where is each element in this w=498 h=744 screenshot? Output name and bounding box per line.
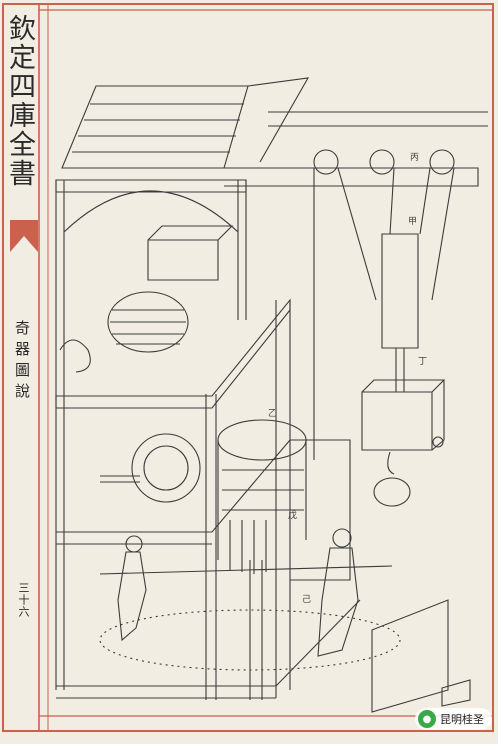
- frame-post-back: [237, 180, 247, 320]
- figure-label-6: 己: [302, 595, 312, 605]
- hoist-ropes: [313, 167, 455, 460]
- gear-box: [147, 225, 234, 281]
- worker-right-head: [332, 528, 352, 548]
- figure-label-2: 甲: [408, 217, 418, 227]
- scroll-ornament: [59, 339, 91, 373]
- wechat-icon: ●: [418, 710, 436, 728]
- lower-hook: [387, 451, 395, 475]
- figure-label-1: 丙: [410, 153, 420, 163]
- upper-floor: [55, 298, 291, 409]
- right-frame-post: [275, 300, 291, 698]
- outer-border: [2, 3, 494, 732]
- figure-label-3: 丁: [418, 357, 428, 367]
- upper-drum-teeth: [110, 309, 186, 345]
- worker-left: [117, 551, 147, 642]
- roof-planks: [72, 103, 244, 153]
- capstan-bar: [99, 565, 393, 575]
- middle-floor: [56, 439, 291, 545]
- floor-plate: [371, 599, 449, 713]
- page-number: 三十六: [17, 582, 30, 618]
- stone-block: [361, 379, 446, 451]
- fish-tail-mark: [10, 220, 38, 252]
- hoist-chain: [395, 348, 405, 392]
- volume-title: 欽定四庫全書: [4, 14, 35, 188]
- hoist-block: [381, 233, 419, 349]
- upper-arch: [63, 190, 239, 233]
- frame-post-left: [55, 180, 65, 690]
- figure-label-5: 戊: [288, 511, 298, 521]
- frame-post-mid: [205, 394, 217, 700]
- lower-floor: [56, 599, 361, 699]
- main-drum-staves: [229, 520, 267, 574]
- worker-right: [317, 547, 359, 657]
- ceiling-beam: [268, 111, 488, 127]
- watermark-badge: ● 昆明桂圣: [415, 708, 492, 730]
- main-drum-body: [217, 440, 307, 560]
- hanging-weight: [373, 477, 411, 507]
- side-brace: [290, 439, 351, 581]
- pulley-beam: [224, 167, 479, 187]
- figure-label-4: 乙: [268, 409, 278, 419]
- floor-plank: [441, 679, 471, 707]
- pulley-1: [313, 149, 339, 175]
- walking-circle: [99, 609, 401, 671]
- watermark-label: 昆明桂圣: [440, 713, 484, 726]
- upper-drum: [107, 291, 189, 353]
- roof-brace: [247, 77, 310, 163]
- crown-gear-inner: [143, 445, 189, 491]
- crown-gear: [131, 433, 201, 503]
- pulley-3: [429, 149, 455, 175]
- stone-ring: [432, 436, 444, 448]
- upper-crossbar: [55, 179, 247, 193]
- roof-slab: [61, 85, 249, 169]
- pulley-2: [369, 149, 395, 175]
- drive-shaft: [100, 475, 140, 483]
- worker-left-head: [125, 535, 143, 553]
- front-post: [249, 560, 263, 700]
- book-title: 奇器圖說: [13, 320, 31, 404]
